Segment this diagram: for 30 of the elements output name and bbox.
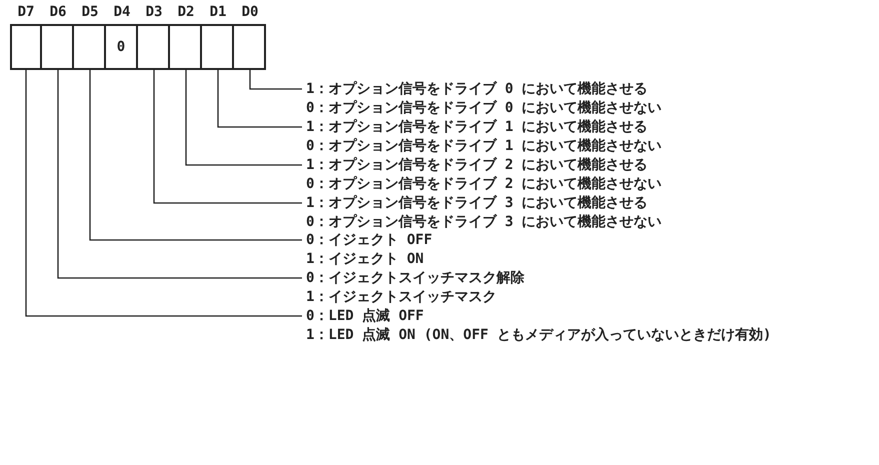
setting-text: 0：オプション信号をドライブ 0 において機能させない (306, 99, 662, 118)
setting-text: 1：オプション信号をドライブ 2 において機能させる (306, 156, 649, 175)
leader-line (153, 70, 302, 204)
leader-line (25, 70, 302, 317)
bit-value: 0 (116, 39, 126, 55)
bit-label: D0 (240, 3, 260, 22)
setting-text: 0：オプション信号をドライブ 1 において機能させない (306, 137, 662, 156)
bit-label: D3 (144, 3, 164, 22)
bit-label: D5 (80, 3, 100, 22)
bit-label: D7 (16, 3, 36, 22)
bit-label: D6 (48, 3, 68, 22)
setting-text: 1：イジェクトスイッチマスク (306, 288, 498, 307)
setting-text: 1：LED 点滅 ON (ON、OFF ともメディアが入っていないときだけ有効) (306, 326, 772, 345)
leader-line (185, 70, 302, 166)
setting-text: 0：オプション信号をドライブ 2 において機能させない (306, 175, 662, 194)
setting-text: 0：イジェクト OFF (306, 231, 432, 250)
leader-line (249, 70, 302, 90)
setting-text: 0：LED 点滅 OFF (306, 307, 425, 326)
setting-text: 1：オプション信号をドライブ 1 において機能させる (306, 118, 649, 137)
leader-line (57, 70, 302, 279)
setting-text: 1：オプション信号をドライブ 0 において機能させる (306, 80, 649, 99)
leader-line (89, 70, 302, 241)
bit-label: D2 (176, 3, 196, 22)
setting-text: 1：イジェクト ON (306, 250, 425, 269)
setting-text: 1：オプション信号をドライブ 3 において機能させる (306, 194, 649, 213)
setting-text: 0：イジェクトスイッチマスク解除 (306, 269, 524, 288)
setting-text: 0：オプション信号をドライブ 3 において機能させない (306, 213, 662, 232)
bit-label: D4 (112, 3, 132, 22)
bit-label: D1 (208, 3, 228, 22)
leader-line (217, 70, 302, 128)
